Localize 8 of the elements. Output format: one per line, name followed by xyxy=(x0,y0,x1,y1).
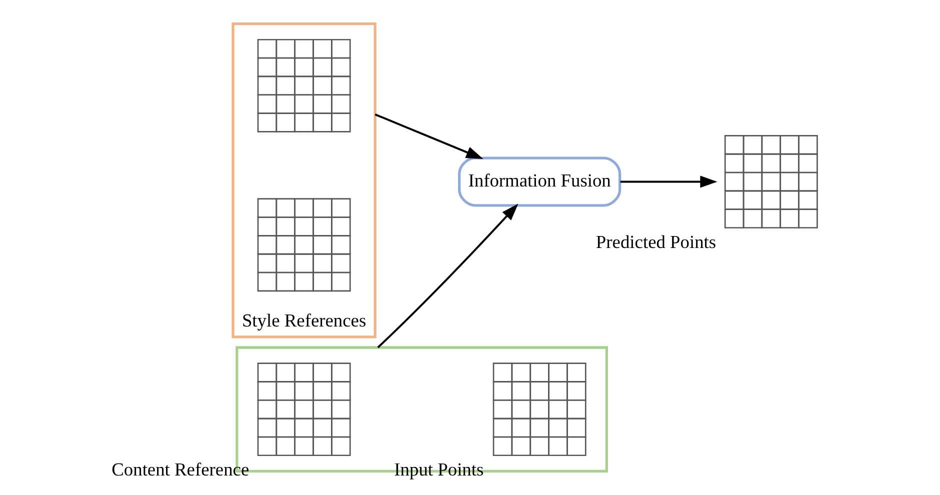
arrow xyxy=(374,114,483,160)
node-label: Style References xyxy=(241,310,366,331)
node-label: Input Points xyxy=(394,459,484,480)
node-box: Information Fusion xyxy=(458,156,621,207)
node-label: Content Reference xyxy=(111,459,249,480)
arrow xyxy=(620,176,717,188)
node-label: Predicted Points xyxy=(595,232,716,252)
cluster xyxy=(231,22,376,338)
